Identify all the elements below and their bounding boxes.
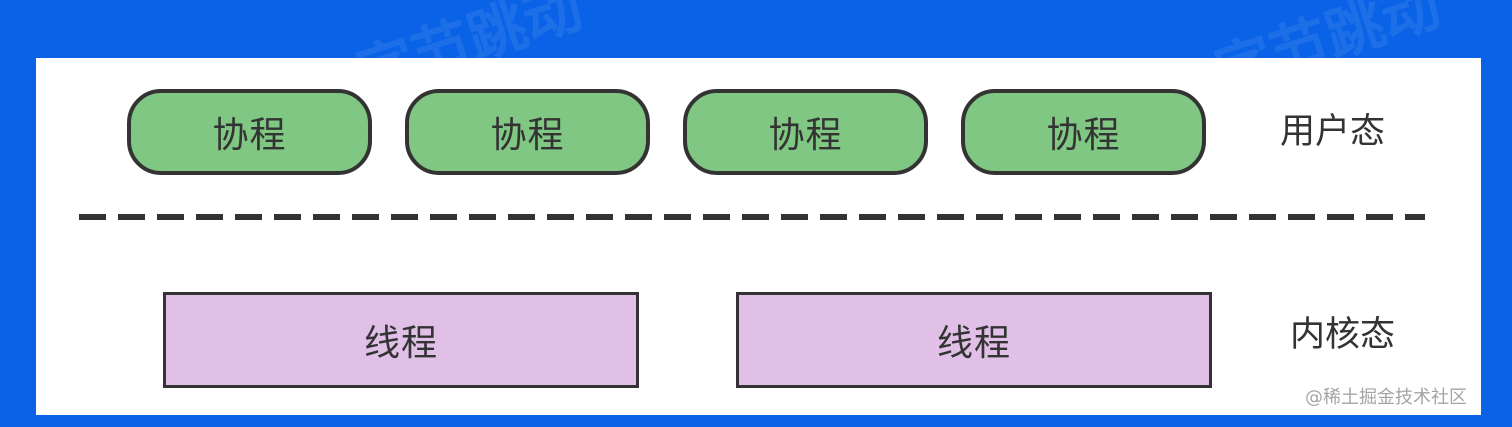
thread-node: 线程 (163, 292, 639, 388)
kernel-mode-label: 内核态 (1290, 315, 1396, 355)
coroutine-node: 协程 (127, 89, 372, 175)
user-mode-label: 用户态 (1280, 112, 1386, 152)
diagram-canvas: 协程 协程 协程 协程 用户态 线程 线程 内核态 @稀土掘金技术社区 (36, 58, 1481, 415)
mode-divider-line (79, 214, 1425, 220)
thread-node: 线程 (736, 292, 1212, 388)
coroutine-node: 协程 (683, 89, 928, 175)
coroutine-node: 协程 (961, 89, 1206, 175)
source-watermark: @稀土掘金技术社区 (1305, 387, 1467, 408)
coroutine-node: 协程 (405, 89, 650, 175)
